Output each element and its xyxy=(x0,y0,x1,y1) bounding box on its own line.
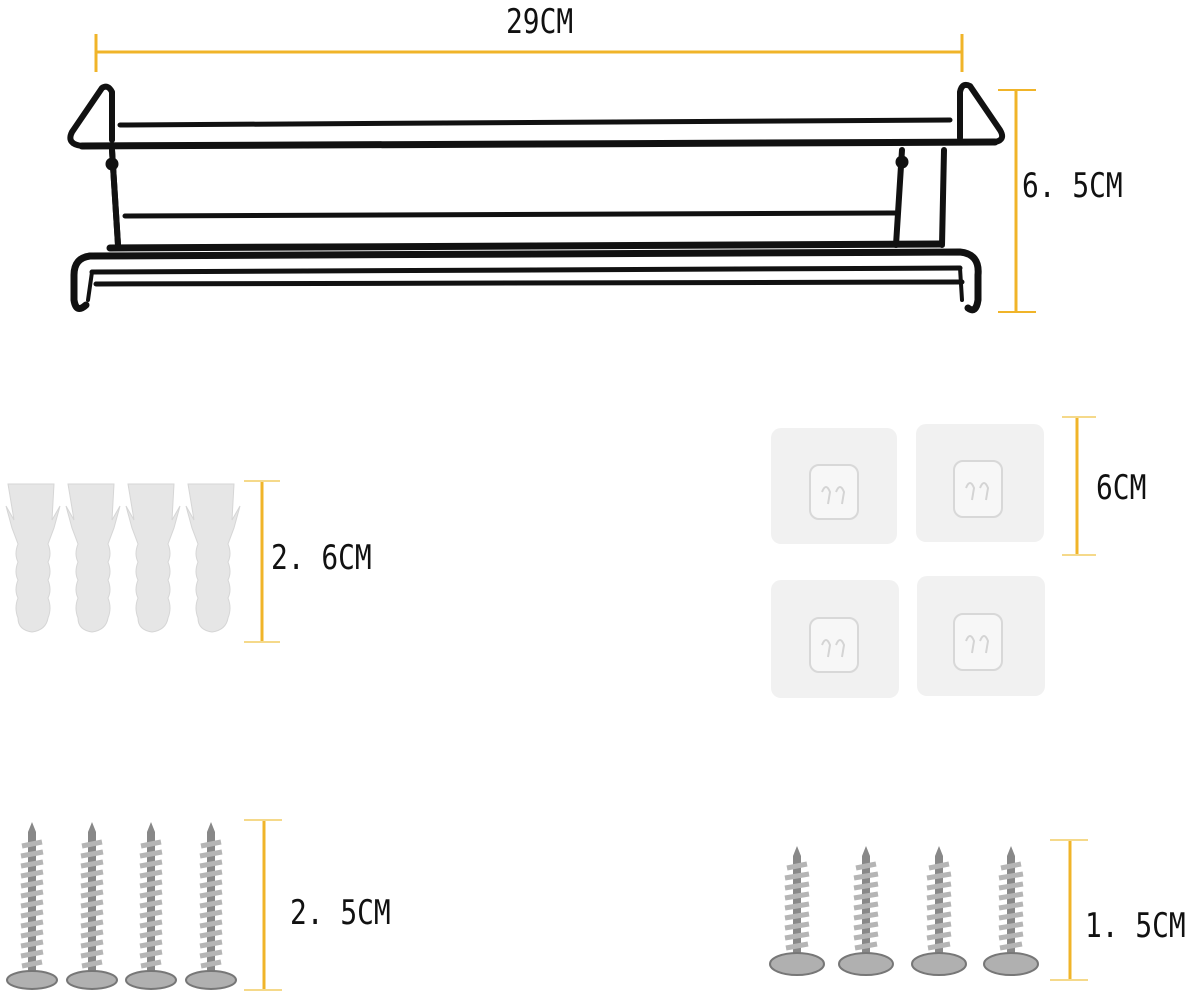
pad-2 xyxy=(916,424,1044,542)
anchor-3 xyxy=(125,483,181,633)
adhesive-pads xyxy=(771,424,1045,698)
anchor-dimension-line xyxy=(244,480,280,643)
short-screw-length-label: 1. 5CM xyxy=(1085,906,1186,946)
anchor-1 xyxy=(5,483,61,633)
short-screw-2 xyxy=(838,846,894,976)
spice-rack-illustration xyxy=(67,81,1006,314)
anchor-4 xyxy=(185,483,241,633)
anchor-length-label: 2. 6CM xyxy=(271,538,372,578)
long-screw-3 xyxy=(125,822,177,990)
rack-width-label: 29CM xyxy=(506,2,574,42)
long-screw-1 xyxy=(6,822,58,990)
long-screw-4 xyxy=(185,822,237,990)
short-screw-4 xyxy=(983,846,1039,976)
short-screw-3 xyxy=(911,846,967,976)
pad-4 xyxy=(917,576,1045,696)
rack-width-dimension-line xyxy=(94,34,964,72)
pad-dimension-line xyxy=(1062,416,1096,556)
short-screw-1 xyxy=(769,846,825,976)
anchor-2 xyxy=(65,483,121,633)
pad-1 xyxy=(771,428,897,544)
long-screw-dimension-line xyxy=(244,819,282,991)
pad-size-label: 6CM xyxy=(1096,468,1147,508)
long-screw-2 xyxy=(66,822,118,990)
short-screw-dimension-line xyxy=(1050,839,1088,981)
long-screws xyxy=(6,822,237,990)
wall-anchors xyxy=(5,483,241,633)
long-screw-length-label: 2. 5CM xyxy=(290,893,391,933)
rack-height-dimension-line xyxy=(998,89,1036,313)
rack-height-label: 6. 5CM xyxy=(1022,166,1123,206)
short-screws xyxy=(769,846,1039,976)
pad-3 xyxy=(771,580,899,698)
